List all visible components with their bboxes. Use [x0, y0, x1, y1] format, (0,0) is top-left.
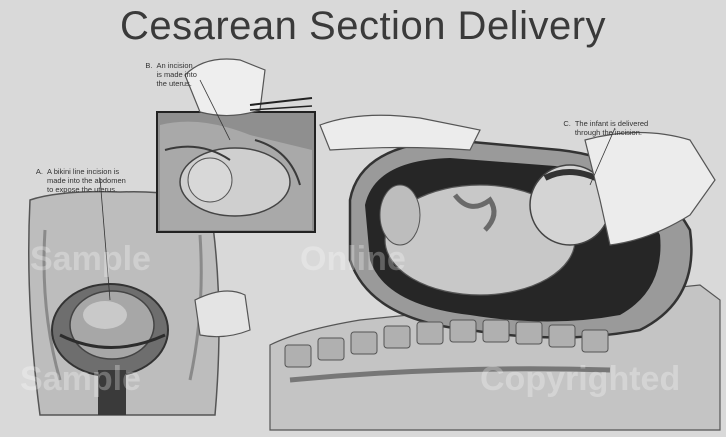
surgeon-hand-a: [195, 291, 250, 337]
panel-c-delivery: [270, 115, 720, 430]
caption-c: C. The infant is delivered through the in…: [555, 110, 648, 146]
caption-b: B. An incision is made into the uterus.: [137, 52, 197, 97]
caption-c-text: The infant is delivered through the inci…: [575, 119, 648, 137]
surgeon-hand-c-left: [320, 115, 480, 150]
caption-b-text: An incision is made into the uterus.: [156, 61, 196, 88]
caption-a: A. A bikini line incision is made into th…: [28, 158, 126, 203]
surgeon-hand-b: [185, 59, 265, 116]
caption-a-letter: A.: [36, 167, 43, 176]
caption-b-letter: B.: [145, 61, 152, 70]
caption-a-text: A bikini line incision is made into the …: [47, 167, 126, 194]
caption-c-letter: C.: [563, 119, 571, 128]
